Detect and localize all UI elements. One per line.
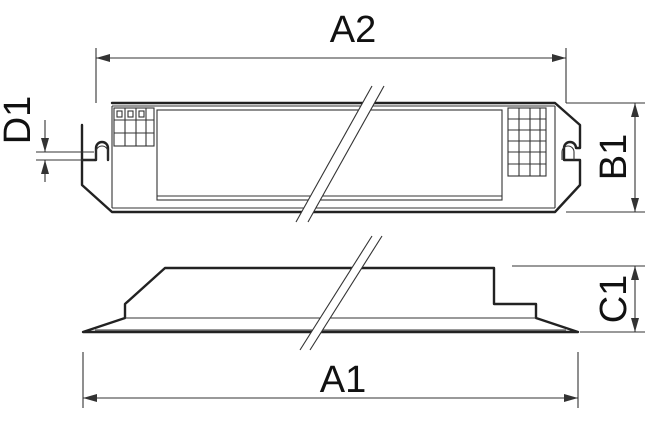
dimension-a1: A1 xyxy=(82,352,579,408)
dimension-c1-label: C1 xyxy=(593,275,635,324)
top-view-outline xyxy=(80,101,582,214)
side-view-break-mark xyxy=(299,235,383,351)
dimension-b1: B1 xyxy=(566,102,645,213)
top-view-break-mark xyxy=(295,85,385,223)
dimension-b1-label: B1 xyxy=(593,134,635,180)
dimension-d1: D1 xyxy=(0,96,94,182)
dimension-a2-label: A2 xyxy=(330,9,376,51)
dimension-d1-label: D1 xyxy=(0,96,39,145)
side-view-base xyxy=(81,266,580,334)
top-view xyxy=(80,85,582,223)
right-terminal-block xyxy=(507,107,547,177)
left-terminal-block xyxy=(113,107,155,147)
dimension-a2: A2 xyxy=(95,9,567,103)
label-window xyxy=(156,109,503,201)
dimension-c1: C1 xyxy=(512,265,645,333)
left-mounting-slot xyxy=(95,145,109,160)
dimension-a1-label: A1 xyxy=(320,359,366,401)
right-mounting-slot xyxy=(561,145,575,160)
side-view xyxy=(81,235,580,351)
